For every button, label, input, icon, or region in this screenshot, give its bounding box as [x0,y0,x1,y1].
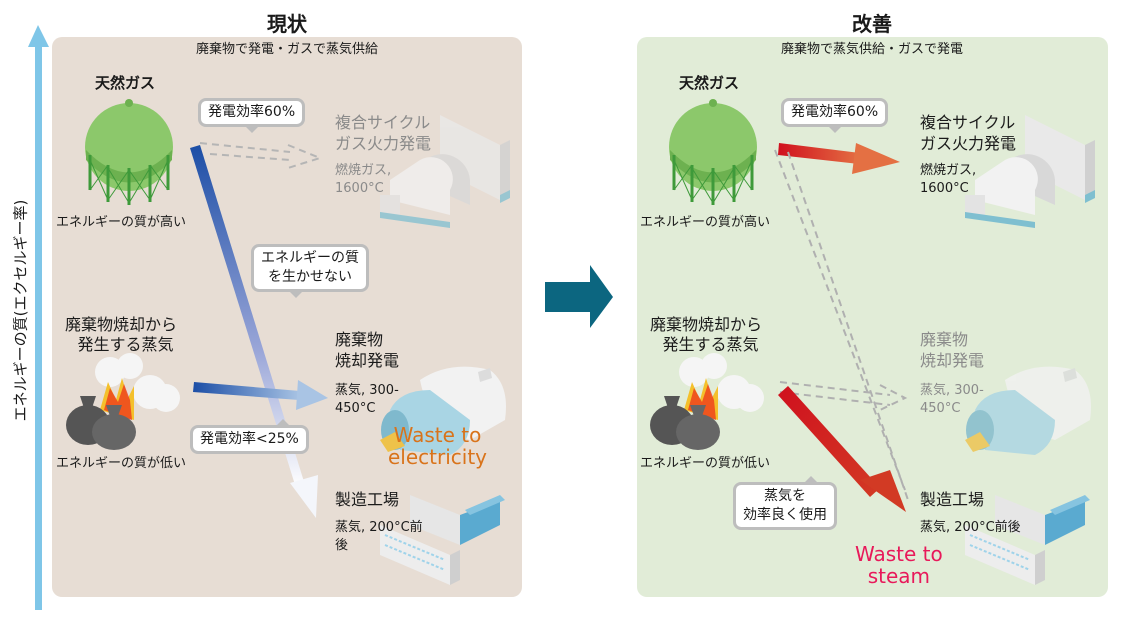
bubble-line2: 効率良く使用 [743,507,827,523]
tag-line2: electricity [388,445,488,469]
gas-to-factory-arrow [190,145,318,518]
waste-quality-label: エネルギーの質が低い [640,456,771,471]
improved-title: 改善 [852,12,892,36]
gas-quality-label: エネルギーの質が高い [640,215,771,230]
bubble-line1: 蒸気を [764,488,806,504]
factory-detail: 蒸気, 200°C前後 [920,520,1021,535]
quality-axis-label: エネルギーの質(エクセルギー率) [11,199,30,422]
tag-line2: steam [867,564,931,588]
inactive-flow-arrow [199,142,323,169]
gas-quality-label: エネルギーの質が高い [56,215,187,230]
cc-plant-line1: 複合サイクル [335,113,431,132]
waste-incineration-plant-icon [380,366,506,455]
quality-waste-bubble: エネルギーの質 を生かせない [251,244,369,298]
factory-icon [380,495,505,585]
waste-plant-detail2: 450°C [335,401,376,416]
cc-plant-detail1: 燃焼ガス, [920,163,977,178]
cc-plant-detail2: 1600°C [920,181,969,196]
current-title: 現状 [267,12,307,36]
cc-plant-detail2: 1600°C [335,181,384,196]
waste-steam-label: 廃棄物焼却から 発生する蒸気 [650,315,762,355]
combined-cycle-plant-icon [380,115,510,228]
steam-efficient-bubble: 蒸気を 効率良く使用 [733,476,837,530]
waste-plant-detail1: 蒸気, 300- [920,383,984,398]
waste-plant-detail1: 蒸気, 300- [335,383,399,398]
waste-label-line1: 廃棄物焼却から [650,315,763,334]
waste-plant-line1: 廃棄物 [335,330,384,349]
factory-icon [965,495,1090,585]
waste-incineration-plant-icon [965,366,1091,455]
gas-tank-icon [669,99,757,205]
waste-plant-line2: 焼却発電 [335,351,400,370]
waste-label-line1: 廃棄物焼却から [65,315,178,334]
cc-plant-line2: ガス火力発電 [335,134,432,153]
factory-label: 製造工場 [920,490,985,509]
transition-arrow [545,265,613,328]
waste-bags-icon [650,353,764,450]
waste-plant-line2: 焼却発電 [920,351,985,370]
bubble-line1: エネルギーの質 [261,250,359,266]
waste-steam-label: 廃棄物焼却から 発生する蒸気 [65,315,177,355]
tag-line1: Waste to [393,423,482,447]
combined-cycle-plant-icon [965,115,1095,228]
waste-quality-label: エネルギーの質が低い [56,456,187,471]
factory-detail2: 後 [335,538,349,553]
tag-line1: Waste to [855,542,943,566]
gas-label: 天然ガス [679,74,740,92]
current-subtitle: 廃棄物で発電・ガスで蒸気供給 [195,42,378,57]
efficiency-bubble-waste: 発電効率<25% [190,419,309,454]
gas-label: 天然ガス [95,74,156,92]
gas-tank-icon [85,99,173,205]
inactive-flow-arrow [774,149,909,501]
cc-plant-detail1: 燃焼ガス, [335,163,392,178]
efficiency-bubble-gas: 発電効率60% [198,98,306,133]
waste-plant-detail2: 450°C [920,401,961,416]
waste-label-line2: 発生する蒸気 [662,335,759,354]
quality-axis-arrow [28,25,49,610]
waste-bags-icon [66,353,180,450]
waste-to-electricity-tag: Waste to electricity [388,424,487,468]
cc-plant-line1: 複合サイクル [920,113,1016,132]
efficiency-bubble-gas: 発電効率60% [781,98,889,133]
gas-to-power-arrow [778,143,900,174]
cc-plant-line2: ガス火力発電 [920,134,1017,153]
waste-label-line2: 発生する蒸気 [77,335,174,354]
waste-to-plant-arrow [193,380,328,410]
improved-subtitle: 廃棄物で蒸気供給・ガスで発電 [780,42,963,57]
waste-plant-line1: 廃棄物 [920,330,969,349]
factory-label: 製造工場 [335,490,400,509]
waste-to-steam-tag: Waste to steam [855,543,943,587]
steam-to-factory-arrow [778,386,906,512]
bubble-line2: を生かせない [268,269,352,285]
factory-detail1: 蒸気, 200°C前 [335,520,423,535]
